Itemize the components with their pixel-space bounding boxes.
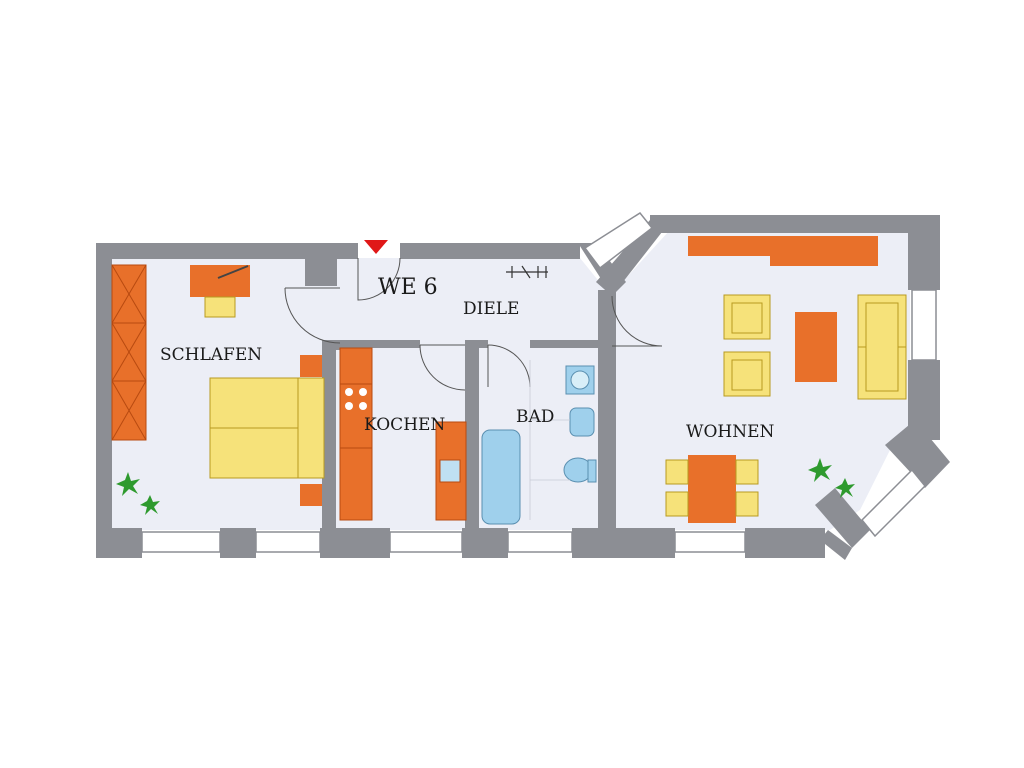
window-living-bottom <box>674 531 746 553</box>
windows <box>141 212 937 553</box>
dining-chair <box>735 459 759 485</box>
room-labels: WE 6 DIELE SCHLAFEN KOCHEN BAD WOHNEN <box>160 275 775 442</box>
window-kitchen <box>389 531 463 553</box>
door-living <box>611 295 663 347</box>
wall-living-top <box>650 215 940 233</box>
wall-entrance-right <box>400 243 580 259</box>
wall-living-bay <box>885 420 950 488</box>
desk <box>190 265 250 297</box>
floor-hall <box>335 258 610 345</box>
label-unit: WE 6 <box>378 275 438 300</box>
desk-lamp-icon <box>217 265 249 279</box>
wall-bath-top-2 <box>530 340 602 348</box>
bath-furniture <box>481 360 597 525</box>
label-bedroom: SCHLAFEN <box>160 345 262 365</box>
door-kitchen <box>419 344 466 391</box>
plant-icon <box>140 495 160 515</box>
label-bath: BAD <box>516 407 554 427</box>
dining-table <box>688 455 736 523</box>
wall-bath-living <box>598 290 616 558</box>
wall-bedroom-bottom-2 <box>220 528 256 558</box>
bed-headboard <box>297 377 325 479</box>
washbasin <box>569 407 595 437</box>
living-furniture <box>665 236 907 523</box>
entrance-marker <box>364 240 388 254</box>
door-bath <box>487 344 531 388</box>
wall-entrance-left <box>340 243 358 259</box>
stove-icon <box>345 388 367 410</box>
plant-icon <box>116 472 140 496</box>
wardrobe-rail <box>506 265 548 279</box>
wall-living-bay-corner <box>820 530 852 560</box>
doors <box>284 257 663 391</box>
wall-bath-top <box>470 340 488 348</box>
wall-bedroom-top <box>96 243 341 259</box>
dining-chair <box>665 459 689 485</box>
wall-kitchen-top <box>340 340 420 348</box>
sink-icon <box>439 459 461 483</box>
plant-icon <box>808 458 832 482</box>
bathtub <box>481 429 521 525</box>
door-entrance <box>357 257 401 301</box>
wall-kitchen-bath <box>465 340 479 530</box>
label-living: WOHNEN <box>686 422 775 442</box>
window-bedroom-2 <box>255 531 321 553</box>
sideboard-part <box>770 236 878 266</box>
wall-kitchen-bottom <box>462 528 508 558</box>
nightstand-top <box>300 355 322 377</box>
desk-chair <box>204 296 236 318</box>
wall-notch <box>305 258 337 286</box>
wall-living-diagonal-top <box>596 220 662 296</box>
walls <box>96 215 950 560</box>
label-hall: DIELE <box>463 299 519 319</box>
wall-bedroom-bottom-1 <box>96 528 142 558</box>
kitchen-counter <box>339 347 373 521</box>
wall-bedroom-kitchen <box>322 340 336 530</box>
plant-icon <box>835 478 855 498</box>
dining-chair <box>665 491 689 517</box>
kitchen-furniture <box>339 347 467 521</box>
wall-bedroom-left <box>96 243 112 558</box>
door-bedroom <box>284 287 341 344</box>
wall-bedroom-bottom-3 <box>320 528 390 558</box>
window-living-right <box>911 289 937 361</box>
window-bedroom-1 <box>141 531 221 553</box>
wall-living-bottom-1 <box>615 528 675 558</box>
coffee-table <box>795 312 837 382</box>
nightstand-bottom <box>300 484 322 506</box>
label-kitchen: KOCHEN <box>364 415 445 435</box>
wall-living-right <box>908 215 940 290</box>
window-living-bay <box>860 468 927 538</box>
window-bath <box>507 531 573 553</box>
wall-living-bay-bottom <box>815 488 870 548</box>
wall-bedroom-kitchen-top <box>322 340 352 350</box>
wall-living-bottom-2 <box>745 528 825 558</box>
bedroom-furniture <box>111 264 325 515</box>
dining-chair <box>735 491 759 517</box>
window-hall <box>583 212 654 270</box>
